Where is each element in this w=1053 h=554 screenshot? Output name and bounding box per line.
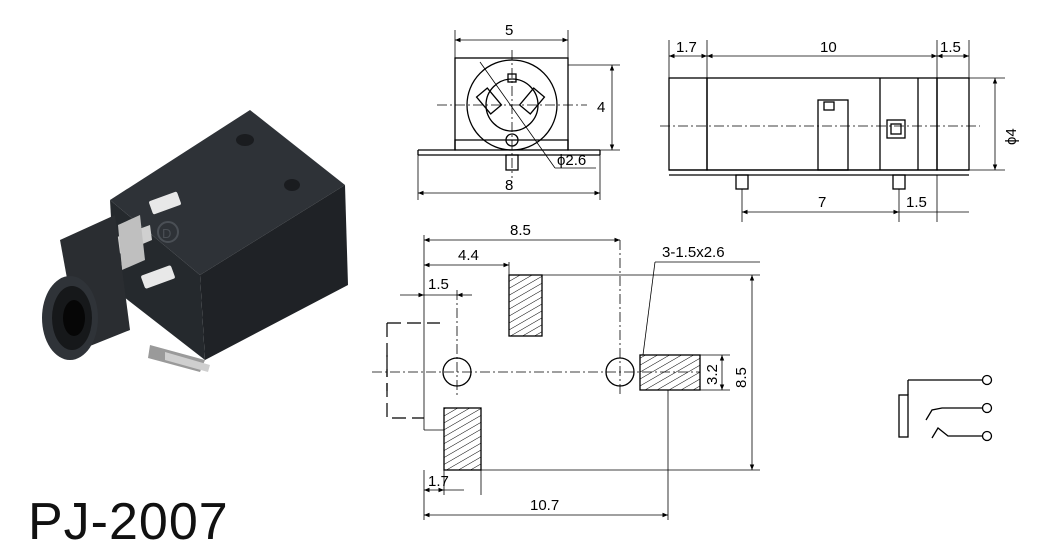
side-pin-offset-label: 1.5 xyxy=(906,194,927,211)
schematic-symbol xyxy=(898,374,993,442)
front-hole-diameter-label: ϕ2.6 xyxy=(557,152,586,169)
side-view xyxy=(660,40,1005,222)
front-height-label: 4 xyxy=(597,99,605,116)
footprint-view xyxy=(372,235,760,520)
front-width-bottom-label: 8 xyxy=(505,177,513,194)
side-right-offset-label: 1.5 xyxy=(940,39,961,56)
fp-bottom-offset-label: 1.7 xyxy=(428,473,449,490)
side-diameter-label: ϕ4 xyxy=(1003,128,1020,145)
front-view xyxy=(417,30,620,200)
fp-pad-height-label: 3.2 xyxy=(704,364,721,385)
logo-mark: D xyxy=(162,226,171,241)
side-body-length-label: 10 xyxy=(820,39,837,56)
side-left-offset-label: 1.7 xyxy=(676,39,697,56)
front-width-top-label: 5 xyxy=(505,22,513,39)
fp-hole-offset-label: 1.5 xyxy=(428,276,449,293)
part-number-title: PJ-2007 xyxy=(28,493,229,551)
fp-overall-height-label: 8.5 xyxy=(733,367,750,388)
fp-overall-length-label: 10.7 xyxy=(530,497,559,514)
fp-pad-offset-label: 4.4 xyxy=(458,247,479,264)
fp-slot-spec-label: 3-1.5x2.6 xyxy=(662,244,725,261)
product-photo: D xyxy=(42,110,348,372)
fp-overall-width-label: 8.5 xyxy=(510,222,531,239)
side-pin-spacing-label: 7 xyxy=(818,194,826,211)
